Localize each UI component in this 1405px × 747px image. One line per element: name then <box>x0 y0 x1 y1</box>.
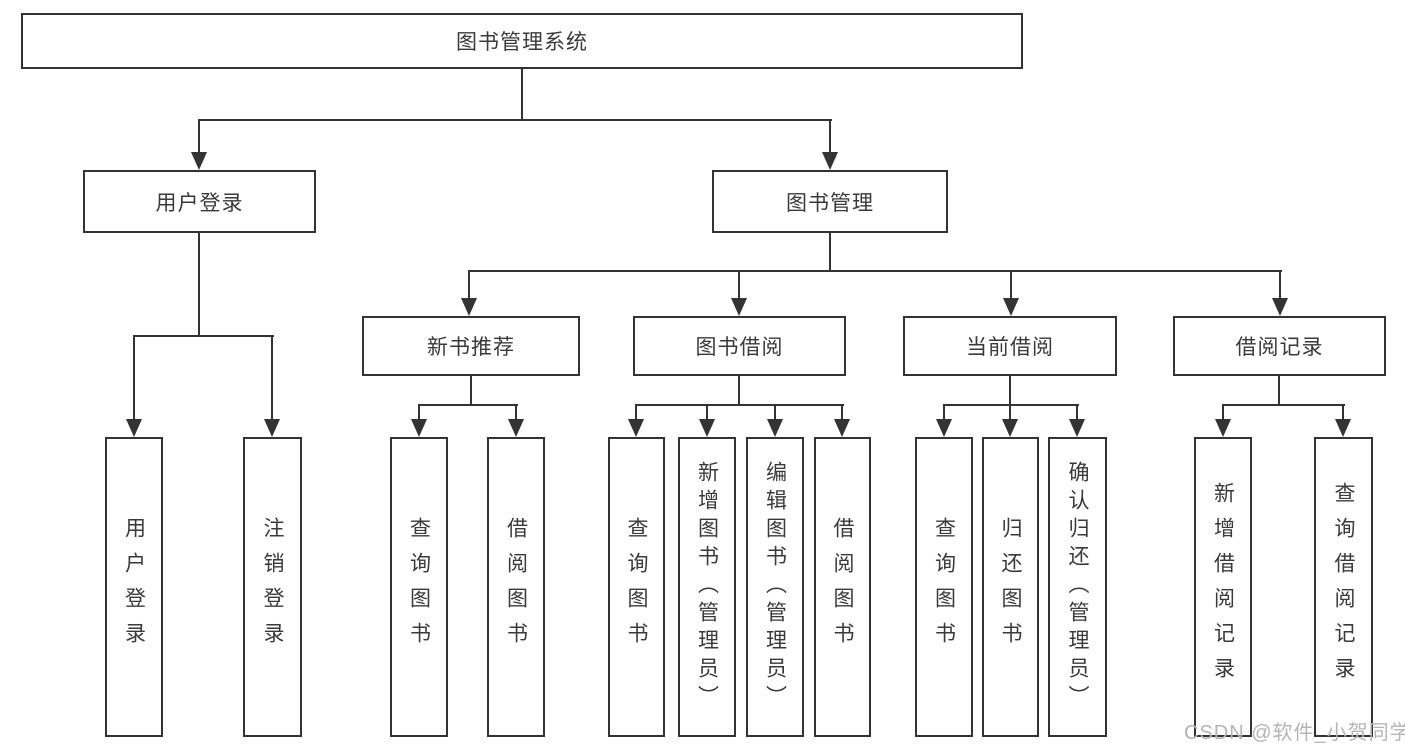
arrowhead-down-icon <box>264 419 280 437</box>
watermark: CSDN @软件_小贺同学 <box>1184 722 1405 744</box>
leaf-add-borrow-record: 新增借阅记录 <box>1194 437 1252 737</box>
arrowhead-down-icon <box>1215 419 1231 437</box>
arrowhead-down-icon <box>1003 298 1019 316</box>
arrowhead-down-icon <box>628 419 644 437</box>
leaf-borrow-books: 借阅图书 <box>814 437 871 737</box>
leaf-add-book-admin: 新增图书（管理员） <box>678 437 736 737</box>
arrowhead-down-icon <box>461 298 477 316</box>
connector-line <box>515 404 517 419</box>
connector-line <box>829 233 831 272</box>
arrowhead-down-icon <box>936 419 952 437</box>
node-library-management-system: 图书管理系统 <box>21 13 1023 69</box>
connector-line <box>198 119 200 153</box>
connector-line <box>271 335 273 419</box>
connector-line <box>198 119 832 121</box>
connector-line <box>738 376 740 406</box>
arrowhead-down-icon <box>1069 419 1085 437</box>
connector-line <box>1009 404 1011 419</box>
connector-line <box>1010 270 1012 298</box>
connector-line <box>1222 404 1224 419</box>
connector-line <box>418 404 420 419</box>
node-book-management: 图书管理 <box>712 170 948 233</box>
connector-line <box>1076 404 1078 419</box>
connector-line <box>470 376 472 406</box>
connector-line <box>468 270 470 298</box>
connector-line <box>635 404 844 406</box>
connector-line <box>1342 404 1344 419</box>
leaf-user-login: 用户登录 <box>105 437 163 737</box>
connector-line <box>133 335 274 337</box>
arrowhead-down-icon <box>1272 298 1288 316</box>
connector-line <box>1009 376 1011 406</box>
leaf-logout-login: 注销登录 <box>243 437 302 737</box>
node-current-borrowing: 当前借阅 <box>903 316 1117 376</box>
arrowhead-down-icon <box>822 152 838 170</box>
arrowhead-down-icon <box>126 419 142 437</box>
connector-line <box>706 404 708 419</box>
connector-line <box>1222 404 1345 406</box>
arrowhead-down-icon <box>508 419 524 437</box>
arrowhead-down-icon <box>1002 419 1018 437</box>
leaf-borrow-books-recommend: 借阅图书 <box>487 437 545 737</box>
connector-line <box>468 270 1282 272</box>
arrowhead-down-icon <box>191 152 207 170</box>
leaf-query-borrow-record: 查询借阅记录 <box>1314 437 1373 737</box>
node-user-login: 用户登录 <box>83 170 316 233</box>
leaf-query-books-recommend: 查询图书 <box>390 437 448 737</box>
connector-line <box>198 233 200 337</box>
node-book-borrowing: 图书借阅 <box>633 316 846 376</box>
leaf-edit-book-admin: 编辑图书（管理员） <box>746 437 804 737</box>
leaf-return-books: 归还图书 <box>982 437 1039 737</box>
arrowhead-down-icon <box>731 298 747 316</box>
node-new-book-recommendation: 新书推荐 <box>362 316 580 376</box>
arrowhead-down-icon <box>1335 419 1351 437</box>
connector-line <box>418 404 518 406</box>
arrowhead-down-icon <box>834 419 850 437</box>
connector-line <box>841 404 843 419</box>
connector-line <box>133 335 135 419</box>
node-borrowing-records: 借阅记录 <box>1173 316 1386 376</box>
connector-line <box>943 404 945 419</box>
arrowhead-down-icon <box>767 419 783 437</box>
connector-line <box>774 404 776 419</box>
leaf-confirm-return-admin: 确认归还（管理员） <box>1048 437 1107 737</box>
arrowhead-down-icon <box>411 419 427 437</box>
connector-line <box>1278 376 1280 406</box>
connector-line <box>943 404 1079 406</box>
connector-line <box>738 270 740 298</box>
connector-line <box>1279 270 1281 298</box>
connector-line <box>829 119 831 153</box>
leaf-query-books-current: 查询图书 <box>915 437 973 737</box>
connector-line <box>521 69 523 119</box>
arrowhead-down-icon <box>699 419 715 437</box>
connector-line <box>635 404 637 419</box>
leaf-query-books-borrow: 查询图书 <box>608 437 665 737</box>
